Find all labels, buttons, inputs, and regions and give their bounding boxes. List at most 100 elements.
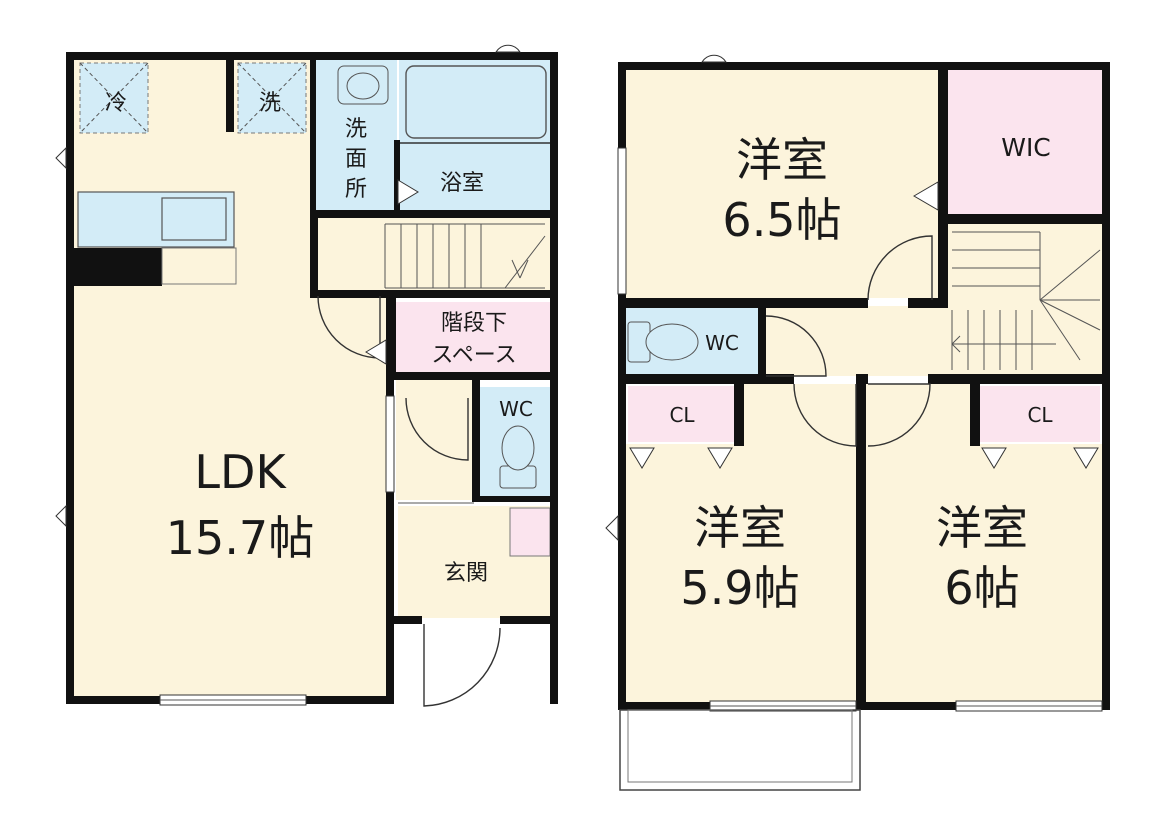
room-se-name: 洋室 [936,501,1028,555]
wall-2f-west [618,62,626,710]
wall-wic-south [938,214,1110,224]
wall-fridge-washer [226,58,234,132]
washroom-label-1: 洗 [345,117,367,142]
balcony [619,709,861,791]
wall-closet-left [734,380,744,446]
ldk-west-door-lower [55,504,67,528]
balcony-inner [627,709,853,783]
room-sw-size: 5.9帖 [680,561,799,615]
fridge-cross-b [79,62,149,134]
room-sw-west-marker [605,514,619,542]
wic-door-marker [913,181,939,211]
room-se-size: 6帖 [944,561,1019,615]
wall-entrance-south-b [500,616,558,624]
floor-2: 洋室 6.5帖 WIC WC CL CL 洋室 5.9帖 洋室 6帖 [605,54,1110,791]
toilet-1f-bowl [501,425,535,471]
wall-porch-east [550,616,558,704]
wall-wc-2f-east [758,306,766,378]
wall-2f-east [1102,62,1110,710]
stair-area-2f [946,224,1102,374]
closet-left-label: CL [669,403,695,427]
room-north-vent-marker [701,54,727,63]
wall-wc-west [472,378,480,500]
shoe-cabinet [509,507,551,557]
ldk-door-swing [317,295,381,359]
wall-closet-right [970,380,980,446]
wall-stair-west [310,210,318,294]
ldk-lower-extension [72,290,388,698]
room-north-name: 洋室 [736,133,828,187]
washroom-label-3: 所 [345,177,367,202]
bathtub [405,65,547,139]
closet-left-doors [629,447,733,469]
wic [948,68,1102,216]
wall-hall-south-a [618,374,794,384]
washbasin-bowl [346,72,380,100]
stair-treads [384,223,546,289]
ldk-name: LDK [194,445,287,499]
wc-2f-label: WC [705,331,739,355]
room-north [624,68,940,298]
washroom-label-2: 面 [345,147,367,172]
kitchen-sink [161,197,227,241]
hall-2f [762,306,948,376]
wc-2f-door-swing [765,315,827,377]
closet-right-label: CL [1027,403,1053,427]
room-sw-name: 洋室 [694,501,786,555]
fridge-cross-a [79,62,149,134]
closet-right [980,386,1100,442]
wall-stair-north [310,210,558,218]
under-stairs-door-marker [365,339,387,365]
wall-room-north-east [938,62,948,308]
room-sw-door-swing [793,383,857,447]
room-se-upper [866,384,980,446]
wall-bath-west [394,140,400,212]
closet-left [628,386,736,442]
wic-label: WIC [1001,133,1051,162]
wall-entrance-south-a [390,616,422,624]
wall-1f-east [550,52,558,622]
room-north-window [617,147,627,295]
wall-ldk-east [386,292,394,704]
entrance-label: 玄関 [444,561,488,586]
wall-rooms-divider [856,374,866,710]
bathroom-label: 浴室 [440,171,484,196]
wc-door-swing [405,397,469,461]
wall-1f-north [66,52,558,60]
wall-hall-south-c [928,374,1110,384]
bath-vent-marker [495,44,521,53]
washbasin [337,65,389,105]
room-se-door-swing [867,383,931,447]
floor-1: 冷 洗 洗 面 所 浴室 階段下 スペース WC 玄関 LDK 15.7帖 [55,44,558,707]
front-door-swing [423,624,501,707]
fridge-label: 冷 [105,91,127,116]
under-stairs-label-2: スペース [431,343,516,368]
wall-wc-south [472,496,552,502]
room-sw-upper [742,384,856,446]
hall-window [385,395,395,493]
wall-room-north-south-a [618,298,868,308]
room-north-door-swing [867,235,933,301]
wall-washroom-west [310,58,316,214]
washer-label: 洗 [259,91,281,116]
room-sw [624,444,856,704]
wc-1f-label: WC [499,397,533,421]
closet-right-doors [981,447,1099,469]
bath-door-marker [397,179,419,205]
kitchen-lower-counter [161,247,237,285]
ldk-west-door-upper [55,146,67,170]
kitchen-black-block [72,248,162,286]
toilet-2f-bowl [645,323,699,361]
wall-under-stairs-west [388,294,396,380]
wall-2f-north [618,62,1110,70]
under-stairs-label-1: 階段下 [441,311,507,336]
room-north-size: 6.5帖 [722,193,841,247]
washer-cross-b [237,62,307,134]
wall-under-stairs-south [388,372,558,380]
stair-treads-2f [951,231,1101,370]
room-se [866,444,1102,704]
wall-1f-west [66,52,74,704]
stair-area [318,218,552,294]
ldk-size: 15.7帖 [166,511,314,565]
